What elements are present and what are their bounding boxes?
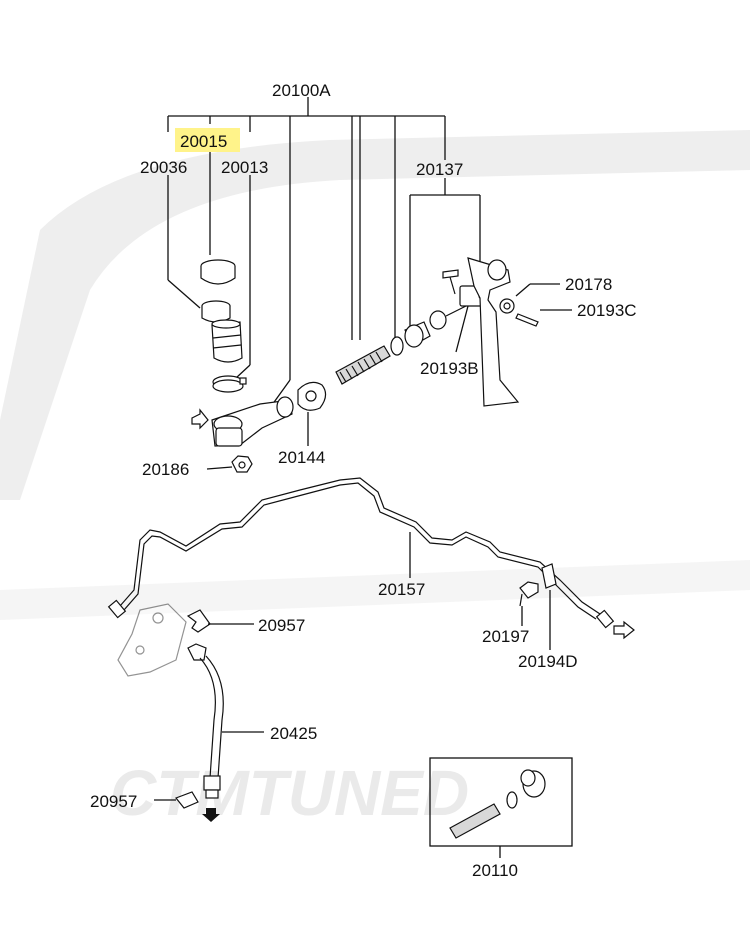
gasket-part xyxy=(297,381,327,446)
sleeve-part xyxy=(404,310,447,348)
pin-part xyxy=(499,283,560,314)
label-reservoir-cap: 20015 xyxy=(180,132,227,151)
label-seal-kit: 20036 xyxy=(140,158,187,177)
label-assembly: 20100A xyxy=(272,81,331,100)
label-bolt: 20197 xyxy=(482,627,529,646)
label-bracket-clip-upper: 20957 xyxy=(258,616,305,635)
master-cylinder-part xyxy=(191,396,294,447)
bolt-part xyxy=(519,581,539,626)
watermark-graphic: CTMTUNED xyxy=(0,130,750,829)
label-bracket-clip-lower: 20957 xyxy=(90,792,137,811)
repair-kit-part xyxy=(429,757,573,858)
label-clevis-pin: 20193B xyxy=(420,359,479,378)
bracket-part xyxy=(117,603,187,677)
label-gasket: 20144 xyxy=(278,448,325,467)
snap-ring-part xyxy=(390,336,404,356)
watermark-text: CTMTUNED xyxy=(110,757,469,829)
reservoir-body-part xyxy=(211,319,243,363)
label-repair-kit: 20110 xyxy=(472,861,518,880)
pedal-arm-part xyxy=(467,257,520,407)
clamp-part xyxy=(212,375,247,393)
assembly-leader-lines xyxy=(167,97,446,406)
clevis-pin-leader xyxy=(455,305,469,353)
label-clutch-line: 20157 xyxy=(378,580,425,599)
label-cotter-pin: 20193C xyxy=(577,301,637,320)
label-nut: 20186 xyxy=(142,460,189,479)
line-clip-part xyxy=(541,563,557,650)
cotter-pin-part xyxy=(515,309,572,327)
label-line-clip: 20194D xyxy=(518,652,578,671)
bracket-clip-upper-part xyxy=(186,609,254,633)
clutch-line-part xyxy=(107,477,635,640)
highlight-box xyxy=(175,128,240,152)
part-labels: 20100A 20015 20036 20013 20137 20178 201… xyxy=(90,81,637,880)
label-clamp: 20013 xyxy=(221,158,268,177)
flex-hose-part xyxy=(187,643,264,822)
label-pushrod-group: 20137 xyxy=(416,160,463,179)
label-flex-hose: 20425 xyxy=(270,724,317,743)
bracket-clip-lower-part xyxy=(154,791,199,809)
pushrod-boot-part xyxy=(335,345,391,385)
reservoir-cap-part xyxy=(200,259,236,323)
nut-part xyxy=(206,455,253,473)
label-pin-clip: 20178 xyxy=(565,275,612,294)
